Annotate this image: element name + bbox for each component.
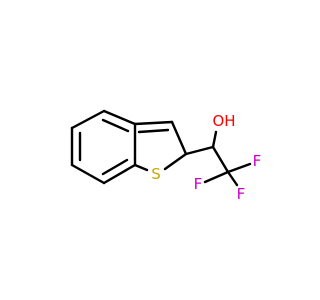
- bond-chain-1: [184, 145, 215, 156]
- bond-thiophene-2: [170, 120, 188, 156]
- bond-thiophene-1: [133, 120, 174, 126]
- bond-benzene-double-2: [101, 158, 129, 176]
- bond-cf-1: [203, 170, 230, 184]
- fluorine-atom-label-right: F: [253, 152, 262, 170]
- bond-benzene-1: [102, 109, 137, 126]
- hydroxyl-atom-label: OH: [212, 112, 235, 130]
- molecule-diagram: S OH F F F: [70, 109, 262, 203]
- bond-chain-2: [211, 145, 230, 174]
- bond-thiophene-double: [137, 128, 170, 134]
- bond-thiophene-3: [163, 152, 188, 171]
- bond-thiophene-4: [133, 163, 149, 172]
- bond-benzene-6: [70, 109, 106, 130]
- bond-chain-oh: [211, 130, 218, 149]
- structure-canvas: S OH F F F: [70, 109, 262, 203]
- bond-cf-2: [226, 162, 252, 174]
- fluorine-atom-label-left: F: [194, 175, 203, 193]
- bond-benzene-3: [102, 163, 137, 185]
- bond-benzene-4: [70, 163, 106, 185]
- sulfur-atom-label: S: [151, 165, 161, 183]
- fluorine-atom-label-bottom: F: [237, 185, 246, 203]
- bond-benzene-double-1: [101, 118, 130, 133]
- bond-cf-3: [226, 170, 239, 187]
